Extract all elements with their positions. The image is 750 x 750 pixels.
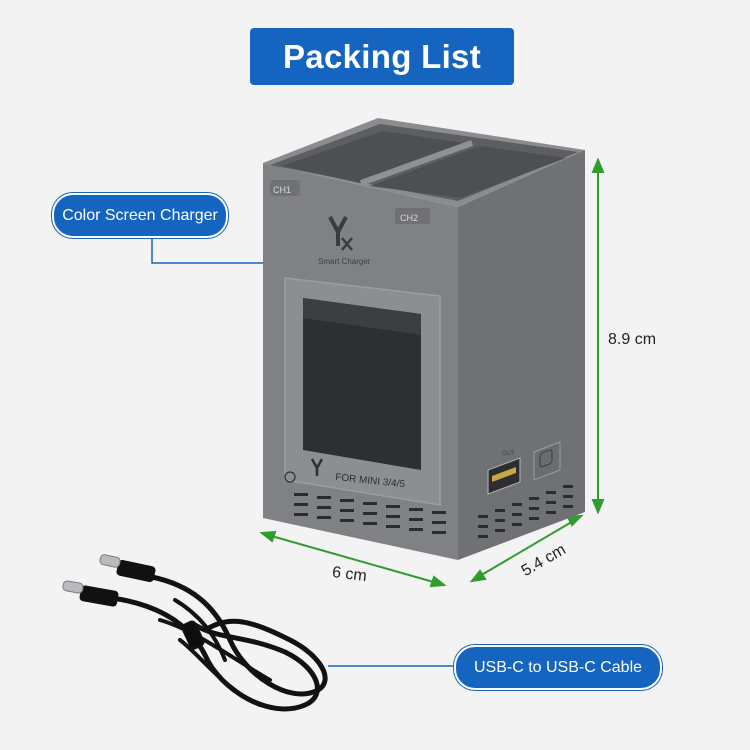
ch1-label: CH1	[273, 185, 291, 195]
usb-c-cable	[109, 574, 328, 712]
usb-port-icon	[487, 457, 521, 495]
height-dimension-label: 8.9 cm	[608, 331, 657, 348]
color-screen-charger-label: Color Screen Charger	[52, 193, 228, 238]
page-title: Packing List	[250, 28, 514, 85]
brand-logo-icon	[328, 216, 353, 251]
usb-c-cable-label: USB-C to USB-C Cable	[454, 645, 662, 690]
color-screen	[303, 298, 421, 470]
brand-subtitle: Smart Charger	[318, 257, 371, 266]
model-logo-icon	[310, 458, 324, 476]
ch2-label: CH2	[400, 213, 418, 223]
usb-c-connector-icon	[62, 554, 156, 607]
charger-device: CH1 CH2 Smart Charger FOR MINI 3/4/5	[263, 118, 585, 560]
front-vents	[294, 493, 446, 534]
power-button-icon	[533, 441, 561, 481]
charger-leader-line	[151, 233, 278, 264]
port-label: OUT	[502, 451, 515, 457]
mode-indicator-icon	[284, 471, 296, 483]
dimension-lines	[259, 157, 605, 588]
side-vents	[478, 485, 573, 538]
